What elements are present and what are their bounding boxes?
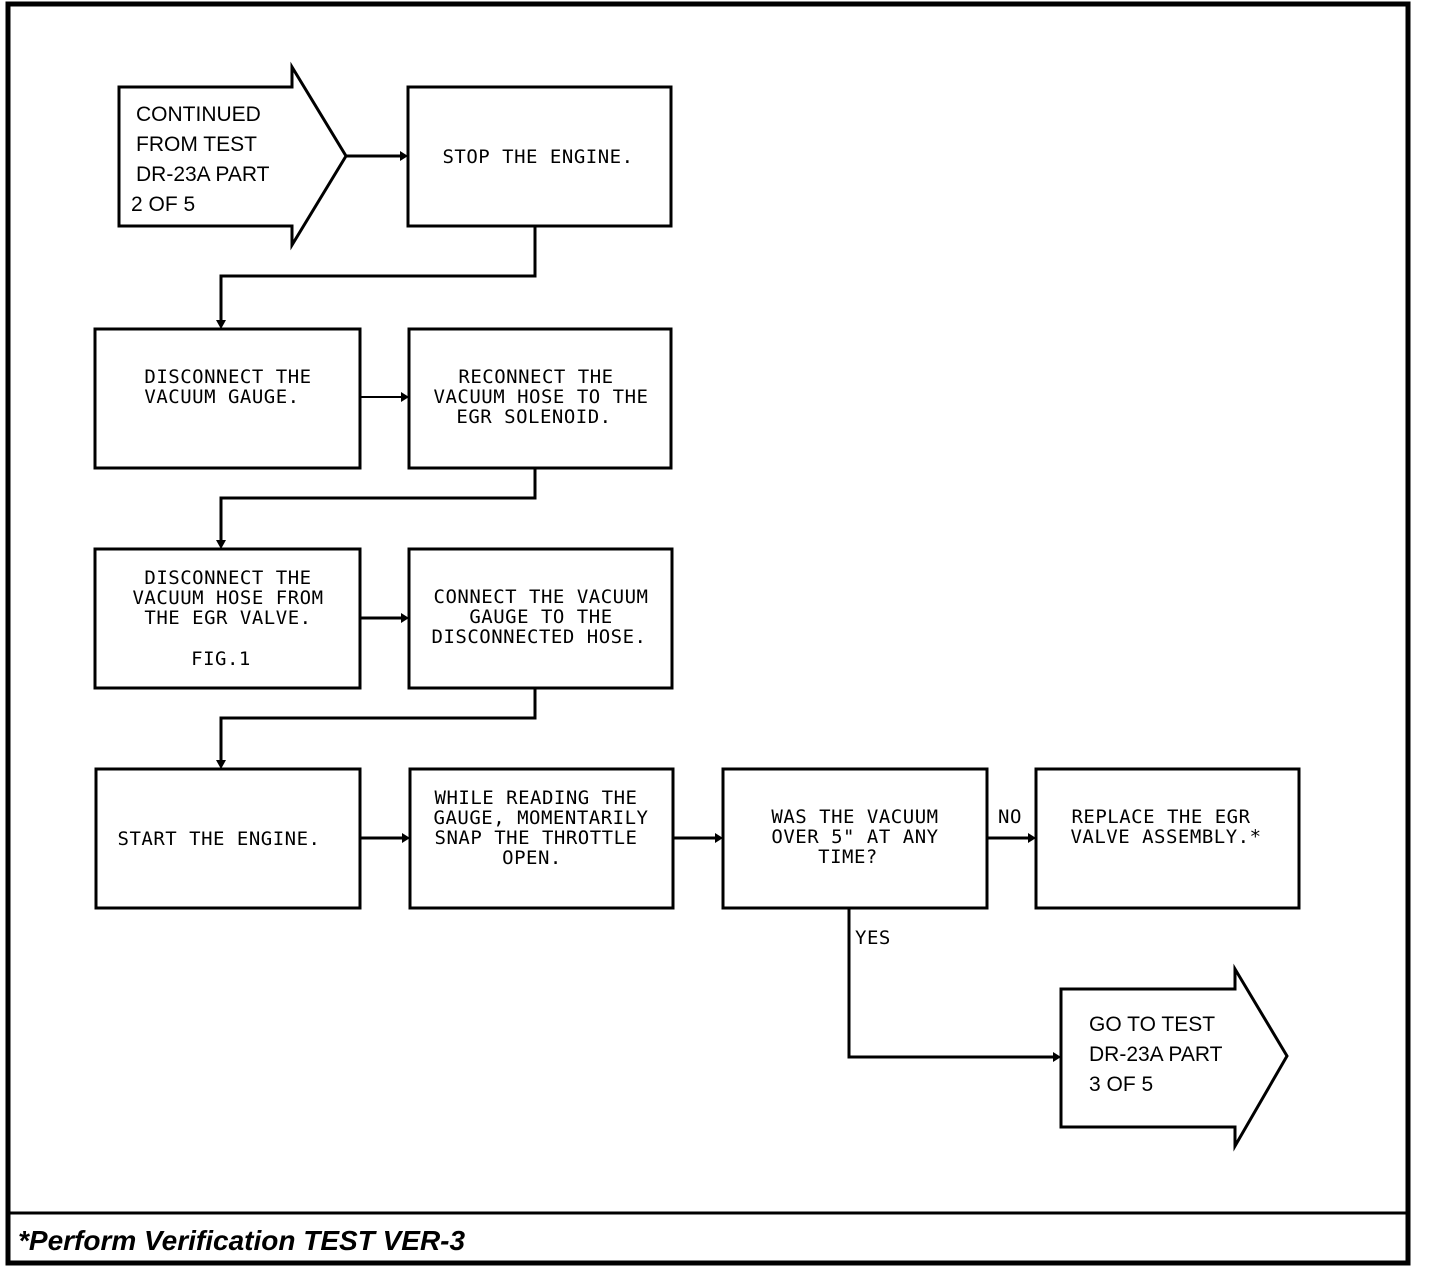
branch-label-no: NO (998, 806, 1022, 828)
decision-vacuum: WAS THE VACUUM OVER 5" AT ANY TIME? (721, 767, 989, 910)
decision-vacuum-line-1: WAS THE VACUUM (771, 806, 938, 828)
step-start-engine: START THE ENGINE. (94, 767, 362, 910)
arrowhead-icon (401, 613, 409, 623)
step-snap-throttle-line-1: WHILE READING THE (435, 787, 638, 809)
end-connector-line-1: GO TO TEST (1089, 1013, 1215, 1036)
step-disconnect-gauge-box (93, 327, 362, 470)
end-connector-arrow-icon (1059, 963, 1289, 1152)
start-connector-line-1: CONTINUED (136, 103, 261, 126)
step-connect-gauge-box (407, 547, 674, 690)
step-disconnect-gauge-line-2: VACUUM GAUGE. (144, 386, 299, 408)
step-reconnect-hose-line-3: EGR SOLENOID. (456, 406, 611, 428)
step-disconnect-hose-fig-ref: FIG.1 (191, 648, 251, 670)
step-replace-egr-box (1034, 767, 1301, 910)
step-connect-gauge-line-2: GAUGE TO THE (469, 606, 612, 628)
start-connector-line-3: DR-23A PART (136, 163, 270, 186)
start-connector-line-4: 2 OF 5 (131, 193, 195, 216)
step-snap-throttle-line-2: GAUGE, MOMENTARILY (434, 807, 649, 829)
step-stop-engine-box (406, 85, 673, 228)
step-replace-egr: REPLACE THE EGR VALVE ASSEMBLY.* (1034, 767, 1301, 910)
connector-decision-yes-to-end (847, 908, 1055, 1059)
arrowhead-icon (216, 540, 226, 549)
step-connect-gauge-line-3: DISCONNECTED HOSE. (432, 626, 647, 648)
step-disconnect-hose: DISCONNECT THE VACUUM HOSE FROM THE EGR … (93, 547, 362, 690)
step-disconnect-hose-box (93, 547, 362, 690)
step-disconnect-hose-line-2: VACUUM HOSE FROM (132, 587, 323, 609)
arrowhead-icon (1028, 833, 1036, 843)
step-start-engine-box (94, 767, 362, 910)
end-connector-line-3: 3 OF 5 (1089, 1073, 1153, 1096)
step-disconnect-hose-line-3: THE EGR VALVE. (144, 607, 311, 629)
step-stop-engine: STOP THE ENGINE. (406, 85, 673, 228)
decision-vacuum-box (721, 767, 989, 910)
step-replace-egr-line-2: VALVE ASSEMBLY.* (1070, 826, 1261, 848)
arrowhead-icon (216, 320, 226, 329)
arrowhead-icon (216, 760, 226, 769)
step-connect-gauge-line-1: CONNECT THE VACUUM (434, 586, 649, 608)
arrowhead-icon (402, 833, 410, 843)
step-reconnect-hose: RECONNECT THE VACUUM HOSE TO THE EGR SOL… (407, 327, 673, 470)
start-connector-arrow-icon (117, 61, 348, 251)
step-snap-throttle-line-4: OPEN. (502, 847, 562, 869)
arrowhead-icon (401, 392, 409, 402)
step-disconnect-gauge-line-1: DISCONNECT THE (144, 366, 311, 388)
connector-reconnect-to-disconnect-hose (219, 468, 537, 543)
decision-vacuum-line-3: TIME? (818, 846, 878, 868)
step-stop-engine-line-1: STOP THE ENGINE. (442, 146, 633, 168)
step-reconnect-hose-box (407, 327, 673, 470)
footnote-verification: *Perform Verification TEST VER-3 (18, 1225, 465, 1256)
step-start-engine-line-1: START THE ENGINE. (118, 828, 321, 850)
decision-vacuum-line-2: OVER 5" AT ANY (771, 826, 938, 848)
step-connect-gauge: CONNECT THE VACUUM GAUGE TO THE DISCONNE… (407, 547, 674, 690)
start-connector-line-2: FROM TEST (136, 133, 257, 156)
end-connector-line-2: DR-23A PART (1089, 1043, 1223, 1066)
step-disconnect-hose-line-1: DISCONNECT THE (144, 567, 311, 589)
connectors (216, 151, 1061, 1062)
connector-stop-to-disconnect-gauge (219, 226, 537, 323)
step-reconnect-hose-line-2: VACUUM HOSE TO THE (434, 386, 649, 408)
connector-connect-gauge-to-start-engine (219, 688, 537, 763)
arrowhead-icon (715, 833, 723, 843)
step-replace-egr-line-1: REPLACE THE EGR (1071, 806, 1250, 828)
step-snap-throttle-box (408, 767, 675, 910)
arrowhead-icon (400, 151, 408, 161)
step-snap-throttle-line-3: SNAP THE THROTTLE (435, 827, 638, 849)
arrowhead-icon (1053, 1052, 1061, 1062)
start-connector: CONTINUED FROM TEST DR-23A PART 2 OF 5 (117, 61, 348, 251)
step-snap-throttle: WHILE READING THE GAUGE, MOMENTARILY SNA… (408, 767, 675, 910)
branch-label-yes: YES (855, 927, 891, 949)
outer-frame (5, 1, 1411, 1266)
step-disconnect-gauge: DISCONNECT THE VACUUM GAUGE. (93, 327, 362, 470)
step-reconnect-hose-line-1: RECONNECT THE (458, 366, 613, 388)
end-connector: GO TO TEST DR-23A PART 3 OF 5 (1059, 963, 1289, 1152)
